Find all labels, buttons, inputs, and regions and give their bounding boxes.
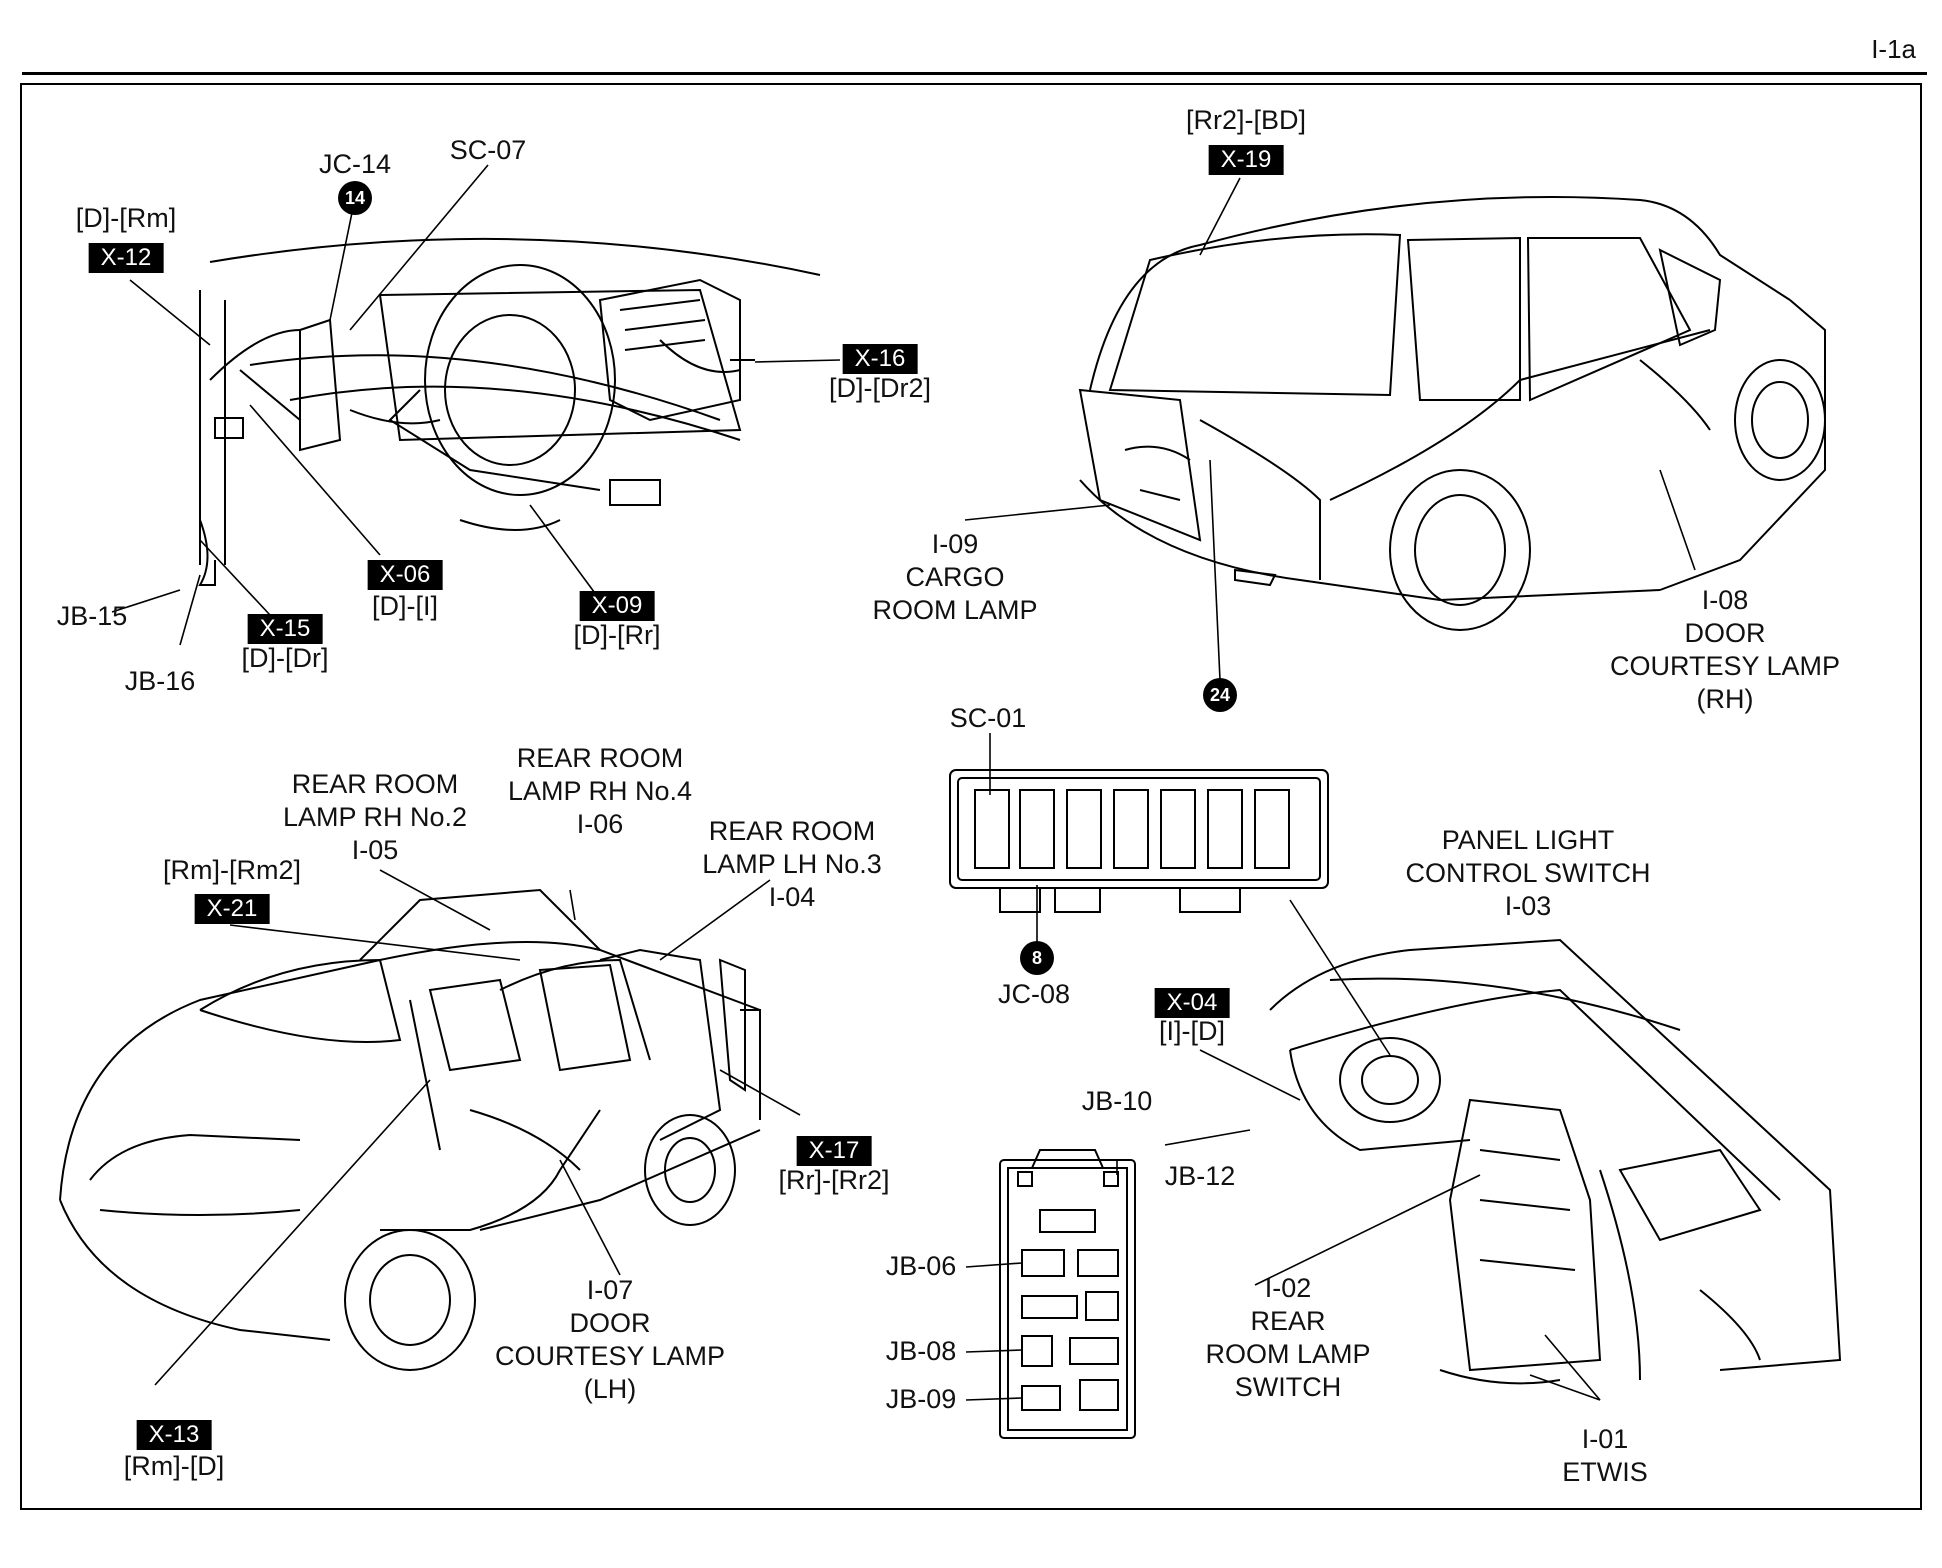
label-rm-d: [Rm]-[D] <box>123 1451 225 1481</box>
instrument-panel-illustration <box>1269 938 1842 1385</box>
label-jb15: JB-15 <box>56 601 128 631</box>
tag-x12: X-12 <box>88 243 164 273</box>
tag-x04: X-04 <box>1154 988 1230 1018</box>
diagram-frame <box>20 83 1922 1510</box>
label-d-dr2: [D]-[Dr2] <box>828 373 932 403</box>
tag-x17: X-17 <box>796 1136 872 1166</box>
tag-x15: X-15 <box>247 614 323 644</box>
label-i-d: [I]-[D] <box>1159 1016 1225 1046</box>
marker-24: 24 <box>1203 678 1237 712</box>
tag-x06: X-06 <box>367 560 443 590</box>
label-d-rr: [D]-[Rr] <box>573 620 661 650</box>
tag-x16: X-16 <box>842 344 918 374</box>
label-jb12: JB-12 <box>1164 1161 1236 1191</box>
page-number: I-1a <box>1871 34 1916 64</box>
marker-8: 8 <box>1020 941 1054 975</box>
tag-x13: X-13 <box>136 1420 212 1450</box>
top-rule <box>22 72 1927 75</box>
label-jb06: JB-06 <box>885 1251 957 1281</box>
label-sc07: SC-07 <box>449 135 527 165</box>
marker-14: 14 <box>338 181 372 215</box>
label-jb08: JB-08 <box>885 1336 957 1366</box>
label-jb10: JB-10 <box>1081 1086 1153 1116</box>
label-jb09: JB-09 <box>885 1384 957 1414</box>
driver-dash-illustration <box>198 237 821 586</box>
rear-van-illustration <box>1078 196 1826 631</box>
sc01-connector-block <box>949 769 1329 913</box>
label-rm-rm2: [Rm]-[Rm2] <box>163 855 301 885</box>
label-d-i: [D]-[I] <box>372 591 438 621</box>
label-jc14: JC-14 <box>318 149 392 179</box>
label-jb16: JB-16 <box>124 666 196 696</box>
junction-box <box>999 1149 1136 1439</box>
label-d-rm: [D]-[Rm] <box>75 203 177 233</box>
label-sc01: SC-01 <box>949 703 1027 733</box>
tag-x09: X-09 <box>579 591 655 621</box>
front-van-illustration <box>59 888 761 1371</box>
tag-x19: X-19 <box>1208 145 1284 175</box>
label-d-dr: [D]-[Dr] <box>241 643 329 673</box>
label-jc08: JC-08 <box>997 979 1071 1009</box>
tag-x21: X-21 <box>194 894 270 924</box>
label-rr-rr2: [Rr]-[Rr2] <box>778 1165 890 1195</box>
leader-lines <box>111 164 1696 1401</box>
label-rr2-bd: [Rr2]-[BD] <box>1185 105 1307 135</box>
